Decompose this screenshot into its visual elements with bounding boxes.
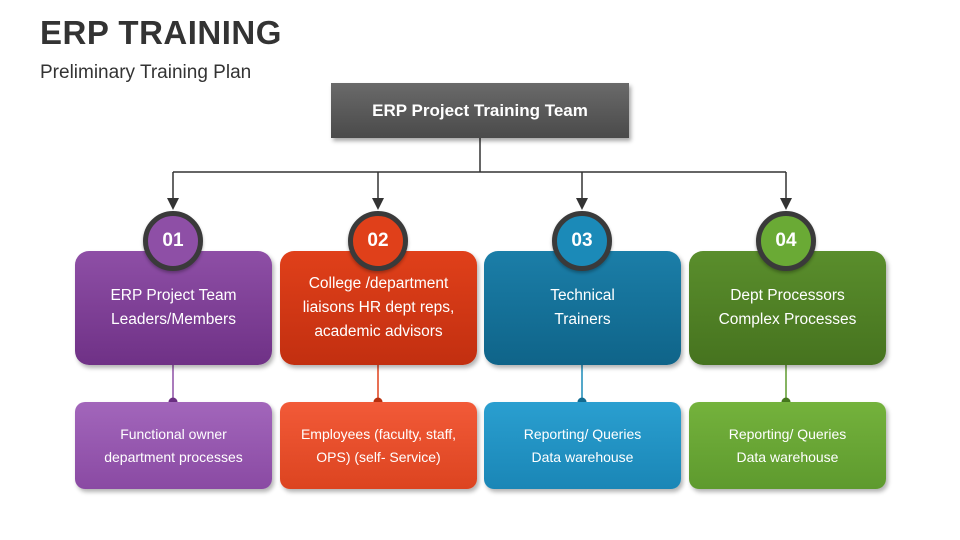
column-1-heading-box: ERP Project Team Leaders/Members	[75, 251, 272, 365]
column-3-detail-box: Reporting/ Queries Data warehouse	[484, 402, 681, 489]
column-1-heading: ERP Project Team Leaders/Members	[110, 287, 237, 328]
column-4-detail: Reporting/ Queries Data warehouse	[728, 425, 847, 465]
column-1-number-badge: 01	[143, 211, 203, 271]
column-2-heading: College /department liaisons HR dept rep…	[302, 275, 455, 340]
column-2-number-badge: 02	[348, 211, 408, 271]
column-3-number-badge: 03	[552, 211, 612, 271]
column-2-detail: Employees (faculty, staff, OPS) (self- S…	[300, 425, 457, 465]
column-3-heading: Technical Trainers	[550, 287, 615, 328]
column-3-detail: Reporting/ Queries Data warehouse	[523, 425, 642, 465]
page-title: ERP TRAINING	[40, 14, 282, 51]
column-4-heading: Dept Processors Complex Processes	[718, 287, 857, 328]
column-1-detail: Functional owner department processes	[104, 425, 243, 465]
root-node: ERP Project Training Team	[331, 83, 629, 138]
column-2-detail-box: Employees (faculty, staff, OPS) (self- S…	[280, 402, 477, 489]
column-4-detail-box: Reporting/ Queries Data warehouse	[689, 402, 886, 489]
column-1-detail-box: Functional owner department processes	[75, 402, 272, 489]
page-subtitle: Preliminary Training Plan	[40, 62, 252, 83]
column-4-number-badge: 04	[756, 211, 816, 271]
